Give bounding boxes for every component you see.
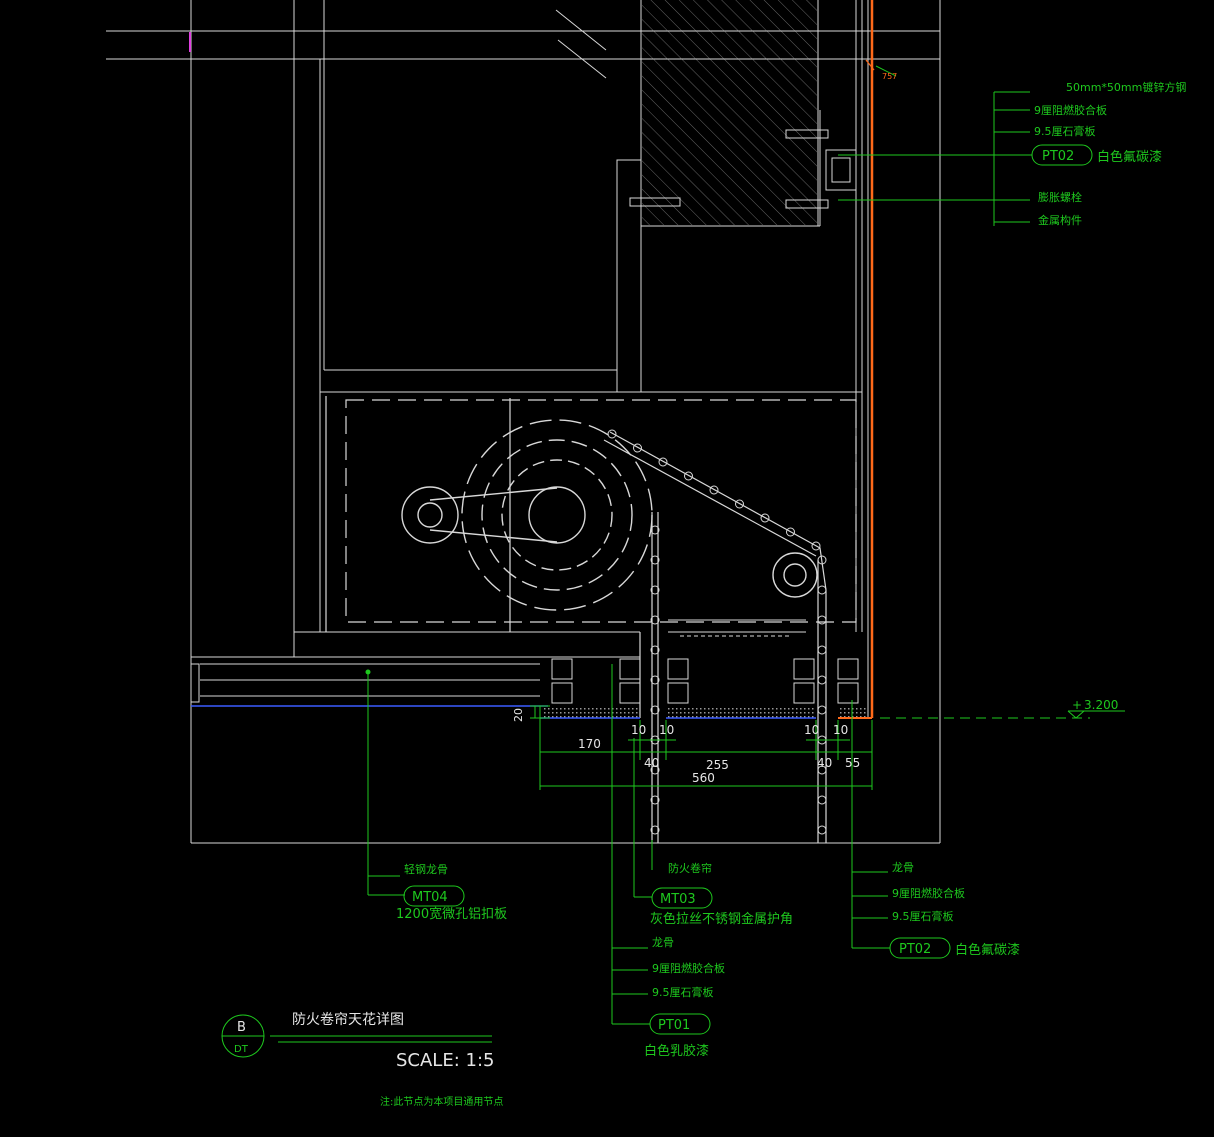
- tag-pt01: PT01: [658, 1018, 690, 1033]
- dim-10-d: 10: [833, 723, 848, 737]
- level-plus: +: [1072, 698, 1082, 712]
- small-tag: 757: [882, 72, 897, 81]
- label-finish-pt02: 白色氟碳漆: [955, 942, 1020, 958]
- label-metal: 金属构件: [1038, 213, 1082, 227]
- slat-joint: [817, 825, 827, 835]
- drawing-title: 防火卷帘天花详图: [292, 1012, 404, 1028]
- label-steel: 50mm*50mm镀锌方钢: [1066, 80, 1186, 94]
- label-gypsum-pt01: 9.5厘石膏板: [652, 985, 714, 999]
- dim-10-a: 10: [631, 723, 646, 737]
- slat-joint: [786, 527, 795, 537]
- label-keel-pt01: 龙骨: [652, 936, 674, 949]
- slat-joint: [817, 705, 827, 715]
- label-board9-pt02: 9厘阻燃胶合板: [892, 886, 965, 900]
- label-gypsum-pt02: 9.5厘石膏板: [892, 909, 954, 923]
- hatched-panel: [642, 0, 817, 225]
- level-mark: 3.200: [1084, 698, 1118, 712]
- slat-joint: [709, 485, 719, 495]
- tag-pt02-bottom: PT02: [899, 942, 931, 957]
- label-gypsum-top: 9.5厘石膏板: [1034, 124, 1096, 138]
- slat-joints: [607, 429, 827, 835]
- roller-drum: [401, 419, 818, 611]
- slat-joint: [650, 645, 660, 655]
- label-board9-top: 9厘阻燃胶合板: [1034, 103, 1107, 117]
- slat-joint: [684, 471, 693, 481]
- section-sheet: DT: [234, 1044, 249, 1055]
- dim-55: 55: [845, 756, 860, 770]
- dim-20: 20: [512, 708, 525, 722]
- dim-40-b: 40: [817, 756, 832, 770]
- slat-joint: [817, 585, 827, 595]
- slat-joint: [658, 457, 668, 467]
- slat-joint: [650, 615, 660, 625]
- shutter-box: [325, 396, 857, 718]
- slat-joint: [817, 555, 827, 565]
- color-accents: [189, 0, 875, 719]
- slat-joint: [633, 443, 642, 453]
- label-keel-pt02: 龙骨: [892, 861, 914, 874]
- label-board9-pt01: 9厘阻燃胶合板: [652, 961, 725, 975]
- gypsum-strips: [542, 706, 868, 718]
- drawing-note: 注:此节点为本项目通用节点: [380, 1095, 503, 1108]
- slat-joint: [811, 541, 821, 551]
- slat-joint: [817, 675, 827, 685]
- slat-joint: [650, 525, 660, 535]
- label-finish-top: 白色氟碳漆: [1097, 149, 1162, 165]
- label-finish-pt01: 白色乳胶漆: [644, 1043, 709, 1059]
- label-mt03-desc: 灰色拉丝不锈钢金属护角: [650, 911, 793, 927]
- tag-mt03: MT03: [660, 892, 696, 907]
- slat-joint: [650, 765, 660, 775]
- dim-255: 255: [706, 758, 729, 772]
- dim-170: 170: [578, 737, 601, 751]
- tag-pt02-top: PT02: [1042, 149, 1074, 164]
- ceiling-boxes: [551, 619, 859, 704]
- dim-560: 560: [692, 771, 715, 785]
- drawing-scale: SCALE: 1:5: [396, 1050, 494, 1071]
- tag-ovals: [221, 144, 1093, 1058]
- slat-joint: [817, 615, 827, 625]
- slat-joint: [607, 429, 617, 439]
- slat-joint: [817, 765, 827, 775]
- slat-joint: [650, 585, 660, 595]
- label-keel-mt04: 轻钢龙骨: [404, 862, 448, 876]
- slat-joint: [817, 645, 827, 655]
- slat-joint: [650, 705, 660, 715]
- annotation-text: 50mm*50mm镀锌方钢 9厘阻燃胶合板 9.5厘石膏板 PT02 白色氟碳漆…: [234, 72, 1186, 1108]
- leader-lines: [270, 65, 1125, 1043]
- anchor-brackets: [629, 110, 857, 226]
- label-mt04-desc: 1200宽微孔铝扣板: [396, 906, 507, 922]
- dim-10-b: 10: [659, 723, 674, 737]
- slat-joint: [650, 795, 660, 805]
- section-letter: B: [237, 1020, 246, 1035]
- dim-10-c: 10: [804, 723, 819, 737]
- slat-joint: [817, 795, 827, 805]
- label-shutter: 防火卷帘: [668, 861, 712, 875]
- structure-lines: [106, 0, 941, 844]
- label-bolt: 膨胀螺栓: [1038, 190, 1082, 204]
- slat-joint: [735, 499, 744, 509]
- slat-joint: [760, 513, 770, 523]
- slat-joint: [650, 555, 660, 565]
- slat-joint: [650, 825, 660, 835]
- dim-40-a: 40: [644, 756, 659, 770]
- slat-joint: [650, 675, 660, 685]
- tag-mt04: MT04: [412, 890, 448, 905]
